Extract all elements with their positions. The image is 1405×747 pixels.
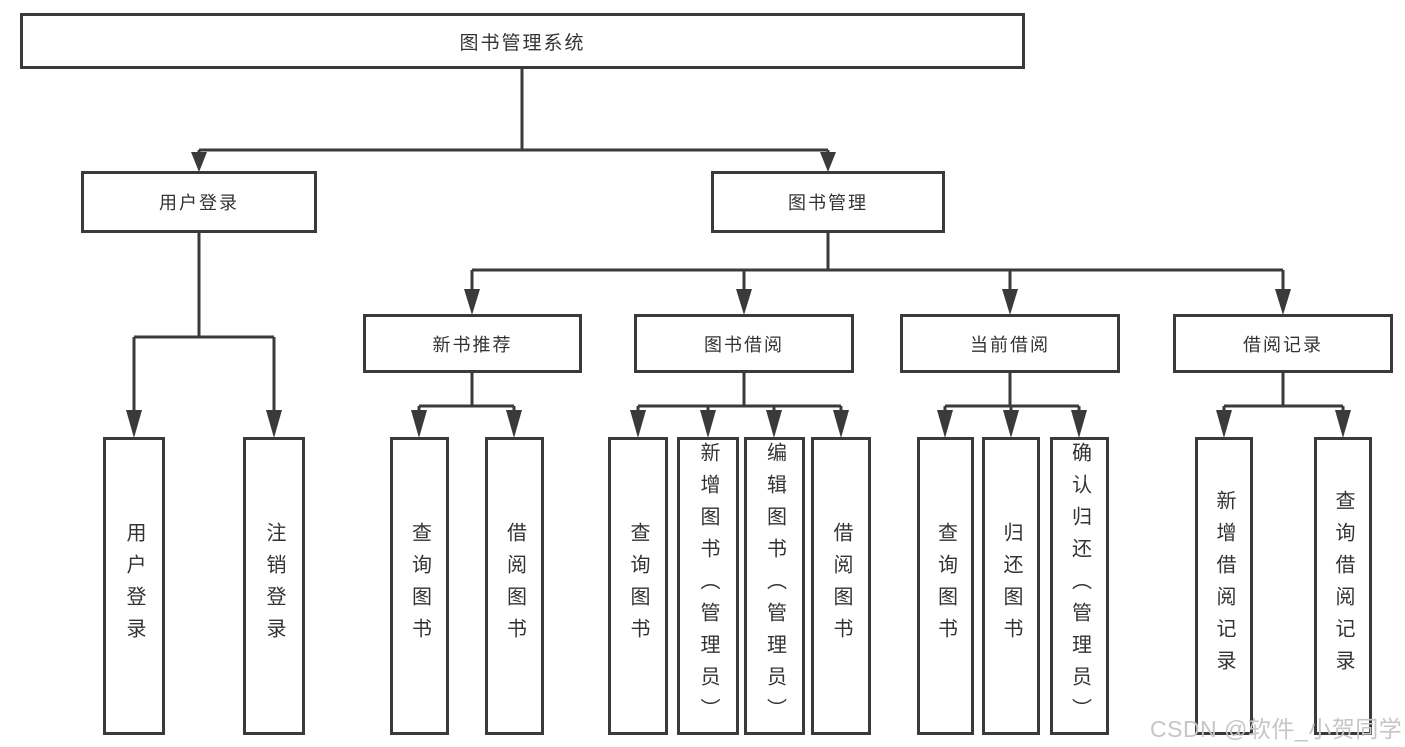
- leaf-add-borrow-record: 新增借阅记录: [1195, 437, 1253, 735]
- leaf-borrow-books-borrowing: 借阅图书: [811, 437, 871, 735]
- node-user-login: 用户登录: [81, 171, 317, 233]
- leaf-user-login: 用户登录: [103, 437, 165, 735]
- leaf-borrow-books-borrowing-label: 借阅图书: [830, 522, 852, 650]
- node-library-management-system-label: 图书管理系统: [459, 32, 586, 54]
- leaf-return-books: 归还图书: [982, 437, 1040, 735]
- node-current-borrowing-label: 当前借阅: [970, 334, 1050, 355]
- leaf-query-books-current: 查询图书: [917, 437, 974, 735]
- leaf-edit-books-admin: 编辑图书（管理员）: [744, 437, 805, 735]
- leaf-logout-login-label: 注销登录: [263, 522, 285, 650]
- leaf-confirm-return-admin: 确认归还（管理员）: [1050, 437, 1109, 735]
- node-book-management: 图书管理: [711, 171, 945, 233]
- leaf-query-books-borrowing-label: 查询图书: [627, 522, 649, 650]
- leaf-add-borrow-record-label: 新增借阅记录: [1213, 490, 1235, 682]
- csdn-watermark: CSDN @软件_小贺同学: [1150, 716, 1403, 742]
- node-library-management-system: 图书管理系统: [20, 13, 1025, 69]
- leaf-return-books-label: 归还图书: [1000, 522, 1022, 650]
- node-book-management-label: 图书管理: [788, 193, 868, 213]
- leaf-query-borrow-record: 查询借阅记录: [1314, 437, 1372, 735]
- node-book-borrowing-label: 图书借阅: [704, 334, 784, 355]
- leaf-query-books-recommend-label: 查询图书: [408, 522, 431, 650]
- leaf-user-login-label: 用户登录: [123, 522, 145, 650]
- leaf-edit-books-admin-label: 编辑图书（管理员）: [763, 442, 786, 730]
- leaf-borrow-books-recommend-label: 借阅图书: [503, 522, 526, 650]
- node-borrowing-records: 借阅记录: [1173, 314, 1393, 373]
- node-borrowing-records-label: 借阅记录: [1243, 334, 1323, 355]
- connector-strokes: [132, 68, 1345, 425]
- node-book-borrowing: 图书借阅: [634, 314, 854, 373]
- leaf-query-books-recommend: 查询图书: [390, 437, 449, 735]
- leaf-query-borrow-record-label: 查询借阅记录: [1332, 490, 1354, 682]
- leaf-logout-login: 注销登录: [243, 437, 305, 735]
- node-user-login-label: 用户登录: [159, 193, 239, 213]
- connector-arrowheads: [126, 152, 1351, 438]
- node-new-book-recommendation-label: 新书推荐: [432, 334, 513, 355]
- leaf-add-books-admin: 新增图书（管理员）: [677, 437, 739, 735]
- leaf-query-books-current-label: 查询图书: [934, 522, 957, 650]
- leaf-borrow-books-recommend: 借阅图书: [485, 437, 544, 735]
- node-new-book-recommendation: 新书推荐: [363, 314, 582, 373]
- node-current-borrowing: 当前借阅: [900, 314, 1120, 373]
- leaf-confirm-return-admin-label: 确认归还（管理员）: [1068, 442, 1091, 730]
- leaf-query-books-borrowing: 查询图书: [608, 437, 668, 735]
- leaf-add-books-admin-label: 新增图书（管理员）: [697, 442, 719, 730]
